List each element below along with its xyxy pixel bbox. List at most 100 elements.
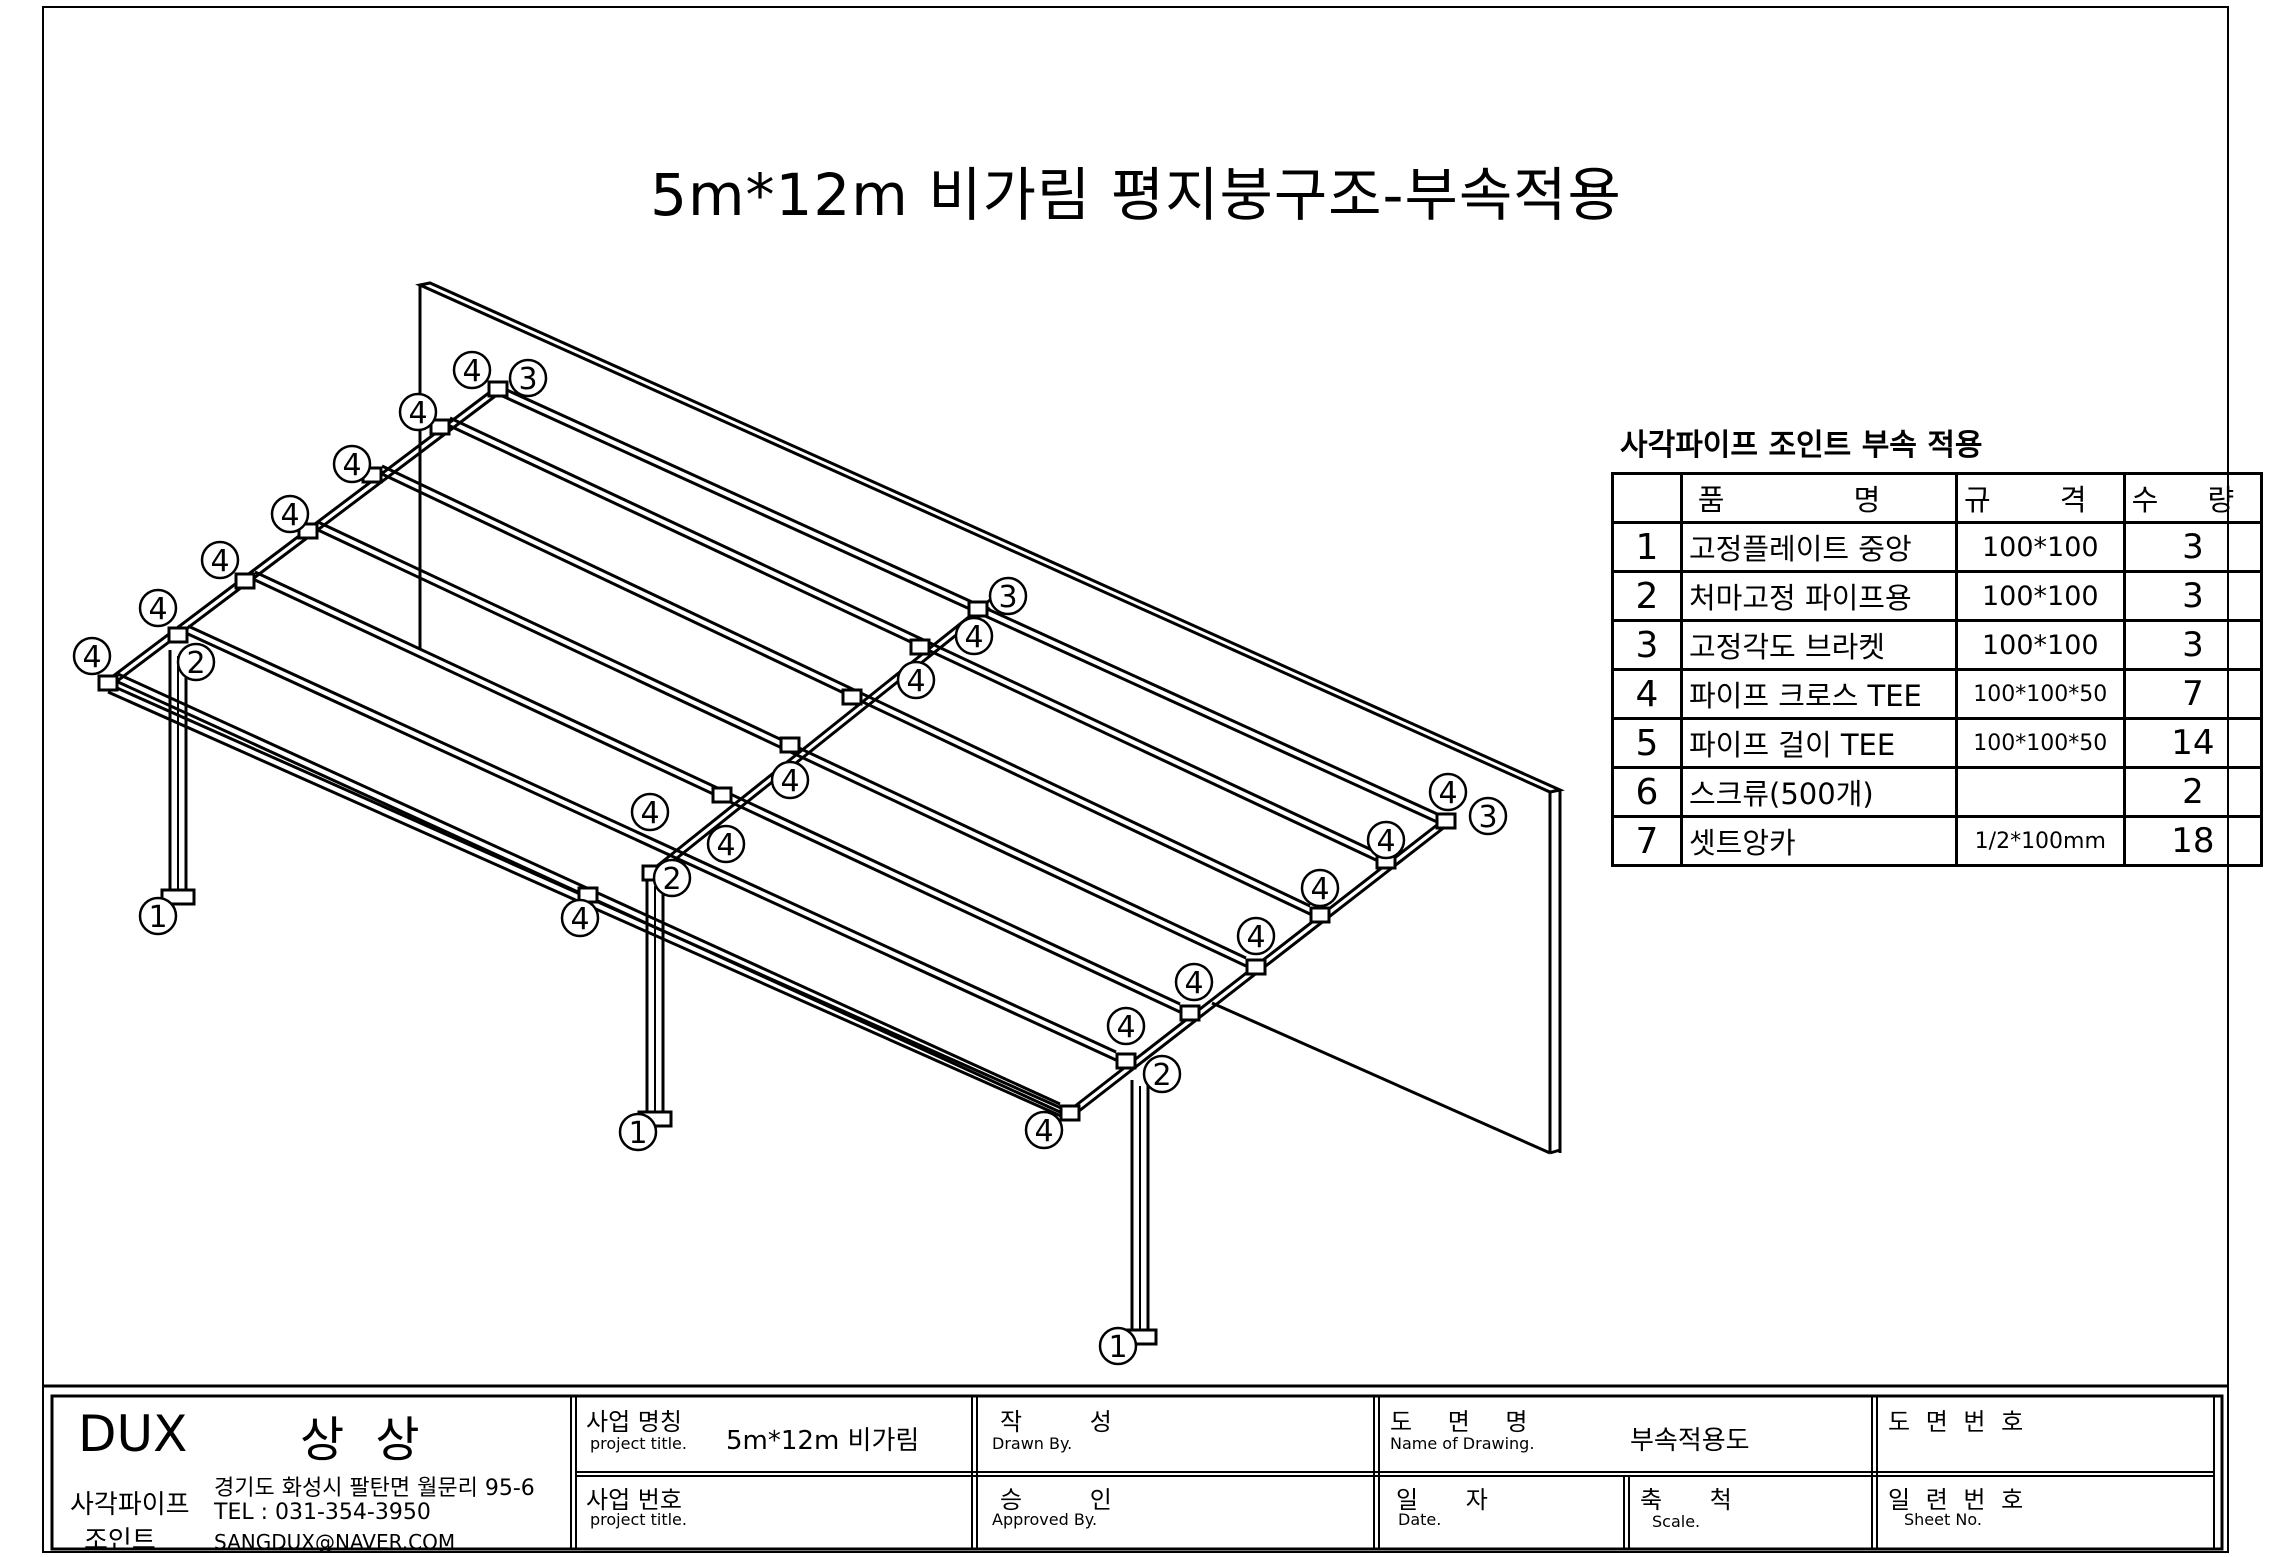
joint-block [779, 736, 801, 754]
parts-cell-no: 3 [1611, 619, 1683, 671]
callout-circle [1300, 868, 1340, 908]
callout-number: 4 [716, 828, 735, 863]
callout-circle [72, 636, 112, 676]
callout-number: 4 [1034, 1114, 1053, 1149]
callout-number: 4 [570, 902, 589, 937]
callout-number: 2 [186, 646, 205, 681]
joint-block [487, 380, 509, 398]
callout-circle [706, 824, 746, 864]
callout-4: 4 [138, 588, 178, 628]
callout-4: 4 [1428, 772, 1468, 812]
callout-number: 2 [662, 862, 681, 897]
middle-cross-beam [651, 598, 991, 872]
callout-4: 4 [1106, 1006, 1146, 1046]
callout-circle [1366, 820, 1406, 860]
parts-cell-spec: 100*100 [1955, 521, 2126, 573]
joint-block [711, 786, 733, 804]
parts-table-caption: 사각파이프 조인트 부속 적용 [1620, 428, 1983, 463]
parts-cell-qty: 3 [2122, 570, 2264, 622]
parts-cell-name: 고정각도 브라켓 [1680, 619, 1958, 671]
purlin-beam [187, 624, 1117, 1054]
drawing-name-value: 부속적용도 [1630, 1426, 1750, 1456]
parts-cell-no: 7 [1611, 815, 1683, 867]
callout-circle [332, 444, 372, 484]
project-name-label: 사업 명칭 [586, 1408, 682, 1436]
parts-cell-name: 파이프 걸이 TEE [1680, 717, 1958, 769]
drawing-name-label: 도 면 명 [1390, 1408, 1542, 1436]
callout-circle [1106, 1006, 1146, 1046]
callout-circle [652, 858, 692, 898]
callout-4: 4 [1366, 820, 1406, 860]
header-name: 품 명 [1680, 472, 1958, 524]
callout-circle [200, 540, 240, 580]
callout-circle [1174, 962, 1214, 1002]
callout-4: 4 [200, 540, 240, 580]
date-label: 일 자 [1396, 1486, 1508, 1514]
company-tel: TEL : 031-354-3950 [214, 1500, 431, 1525]
joint-block [1179, 1004, 1201, 1022]
callout-circle [896, 660, 936, 700]
approved-by-label: 승 인 [1000, 1486, 1142, 1514]
callout-4: 4 [398, 392, 438, 432]
callout-circle [770, 760, 810, 800]
sheet-no-label-en: Sheet No. [1904, 1510, 1982, 1529]
callout-circle [508, 358, 548, 398]
callout-circle [452, 350, 492, 390]
parts-cell-name: 처마고정 파이프용 [1680, 570, 1958, 622]
callout-3: 3 [1468, 796, 1508, 836]
title-block-frame [43, 1384, 2228, 1551]
callout-number: 4 [1116, 1010, 1135, 1045]
project-name-value: 5m*12m 비가림 [726, 1426, 920, 1456]
project-no-label-en: project title. [590, 1510, 687, 1529]
callout-number: 4 [1376, 824, 1395, 859]
callout-number: 4 [148, 592, 167, 627]
parts-cell-qty: 7 [2122, 668, 2264, 720]
header-no [1611, 472, 1683, 524]
callout-4: 4 [1174, 962, 1214, 1002]
callout-4: 4 [954, 616, 994, 656]
callout-4: 4 [1024, 1110, 1064, 1150]
callout-circle [1142, 1054, 1182, 1094]
drawn-by-label: 작 성 [1000, 1408, 1142, 1436]
end-beam-left [107, 392, 499, 690]
callout-circle [270, 494, 310, 534]
approved-by-label-en: Approved By. [992, 1510, 1098, 1529]
parts-cell-no: 2 [1611, 570, 1683, 622]
callout-circle [138, 896, 178, 936]
project-name-label-en: project title. [590, 1434, 687, 1453]
parts-cell-qty: 14 [2122, 717, 2264, 769]
callout-4: 4 [1236, 916, 1276, 956]
callout-number: 1 [148, 900, 167, 935]
callout-1: 1 [618, 1112, 658, 1152]
middle-cross-beam [651, 606, 991, 880]
callout-4: 4 [896, 660, 936, 700]
callout-4: 4 [706, 824, 746, 864]
callout-4: 4 [332, 444, 372, 484]
callout-circle [176, 642, 216, 682]
drawing-title: 5m*12m 비가림 평지붕구조-부속적용 [650, 161, 1622, 229]
callout-circle [954, 616, 994, 656]
callout-circle [630, 792, 670, 832]
date-label-en: Date. [1398, 1510, 1442, 1529]
joint-block [841, 688, 863, 706]
callout-number: 4 [640, 796, 659, 831]
callout-circle [1428, 772, 1468, 812]
parts-cell-no: 5 [1611, 717, 1683, 769]
parts-cell-qty: 2 [2122, 766, 2264, 818]
company-sub1: 사각파이프 [70, 1490, 190, 1520]
drawing-name-label-en: Name of Drawing. [1390, 1434, 1535, 1453]
callout-circle [398, 392, 438, 432]
parts-cell-qty: 3 [2122, 619, 2264, 671]
callout-number: 1 [628, 1116, 647, 1151]
purlin-beam [381, 464, 1311, 908]
scale-label-en: Scale. [1652, 1512, 1701, 1531]
callout-4: 4 [72, 636, 112, 676]
parts-cell-qty: 18 [2122, 815, 2264, 867]
joint-block [167, 626, 189, 644]
callout-number: 1 [1108, 1330, 1127, 1365]
callout-2: 2 [176, 642, 216, 682]
